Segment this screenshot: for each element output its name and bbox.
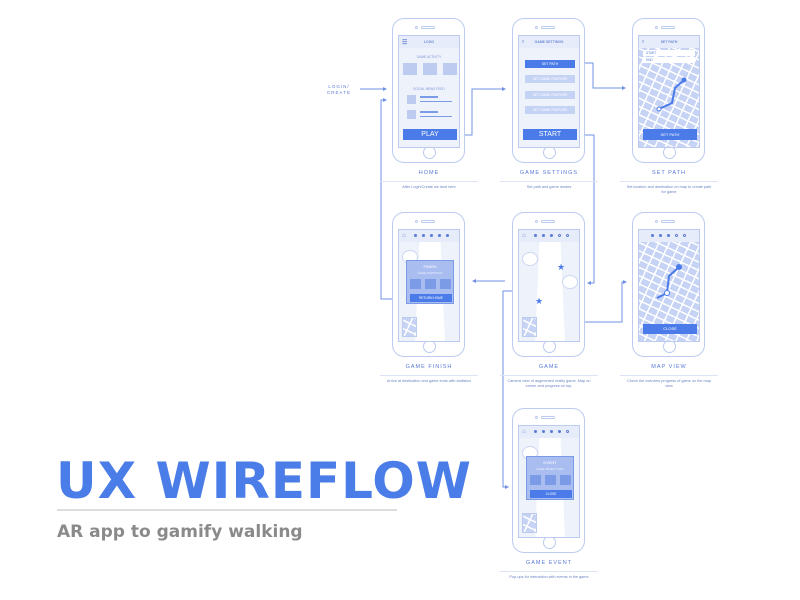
star-icon[interactable]: ★ — [535, 296, 544, 306]
mini-map[interactable] — [522, 513, 537, 533]
page-title: UX WIREFLOW — [56, 452, 472, 510]
phone-home: ☰ LOGO GAME ACTIVITY SOCIAL NEWS FEED PLA… — [392, 18, 465, 163]
back-icon[interactable]: ‹ — [642, 39, 644, 45]
image-icon — [407, 95, 416, 104]
set-path-confirm-button[interactable]: SET PATH — [643, 129, 697, 140]
route-path — [656, 77, 687, 112]
phone-game-settings: ‹GAME SETTINGS SET PATH SET GAME FEATURE… — [512, 18, 585, 163]
start-button[interactable]: START — [523, 129, 577, 140]
mini-map[interactable] — [522, 317, 537, 337]
home-icon[interactable]: ⌂ — [402, 233, 406, 239]
end-input[interactable]: END — [643, 57, 695, 63]
section-social-feed: SOCIAL NEWS FEED — [413, 87, 445, 91]
close-button[interactable]: CLOSE — [530, 490, 572, 498]
phone-set-path: ‹SET PATH START END SET PATH — [632, 18, 705, 163]
mini-map[interactable] — [402, 317, 417, 337]
divider — [57, 509, 397, 511]
progress-dots — [534, 430, 569, 433]
back-icon[interactable]: ‹ — [522, 39, 524, 45]
logo: LOGO — [423, 40, 435, 44]
set-game-feature-button[interactable]: SET GAME FEATURE — [525, 75, 575, 83]
star-icon[interactable]: ★ — [557, 262, 566, 272]
login-create-entry: LOGIN/CREATE — [327, 84, 351, 95]
image-icon — [403, 63, 417, 75]
return-home-button[interactable]: RETURN HOME — [410, 294, 452, 302]
set-game-feature-button[interactable]: SET GAME FEATURE — [525, 91, 575, 99]
section-game-activity: GAME ACTIVITY — [416, 55, 442, 59]
set-game-feature-button[interactable]: SET GAME FEATURE — [525, 106, 575, 114]
progress-dots — [651, 234, 686, 237]
image-icon — [407, 110, 416, 119]
home-icon[interactable]: ⌂ — [522, 429, 526, 435]
menu-icon[interactable]: ☰ — [402, 39, 408, 46]
image-icon — [423, 63, 437, 75]
close-button[interactable]: CLOSE — [643, 324, 697, 334]
page-subtitle: AR app to gamify walking — [57, 522, 303, 542]
set-path-button[interactable]: SET PATH — [525, 60, 575, 68]
play-button[interactable]: PLAY — [403, 129, 457, 140]
phone-map-view: CLOSE — [632, 212, 705, 357]
home-icon[interactable]: ⌂ — [522, 233, 526, 239]
phone-game: ⌂ ★ ★ — [512, 212, 585, 357]
progress-dots — [414, 234, 449, 237]
image-icon — [443, 63, 457, 75]
route-path — [656, 264, 682, 299]
start-input[interactable]: START — [643, 50, 695, 56]
progress-dots — [534, 234, 569, 237]
